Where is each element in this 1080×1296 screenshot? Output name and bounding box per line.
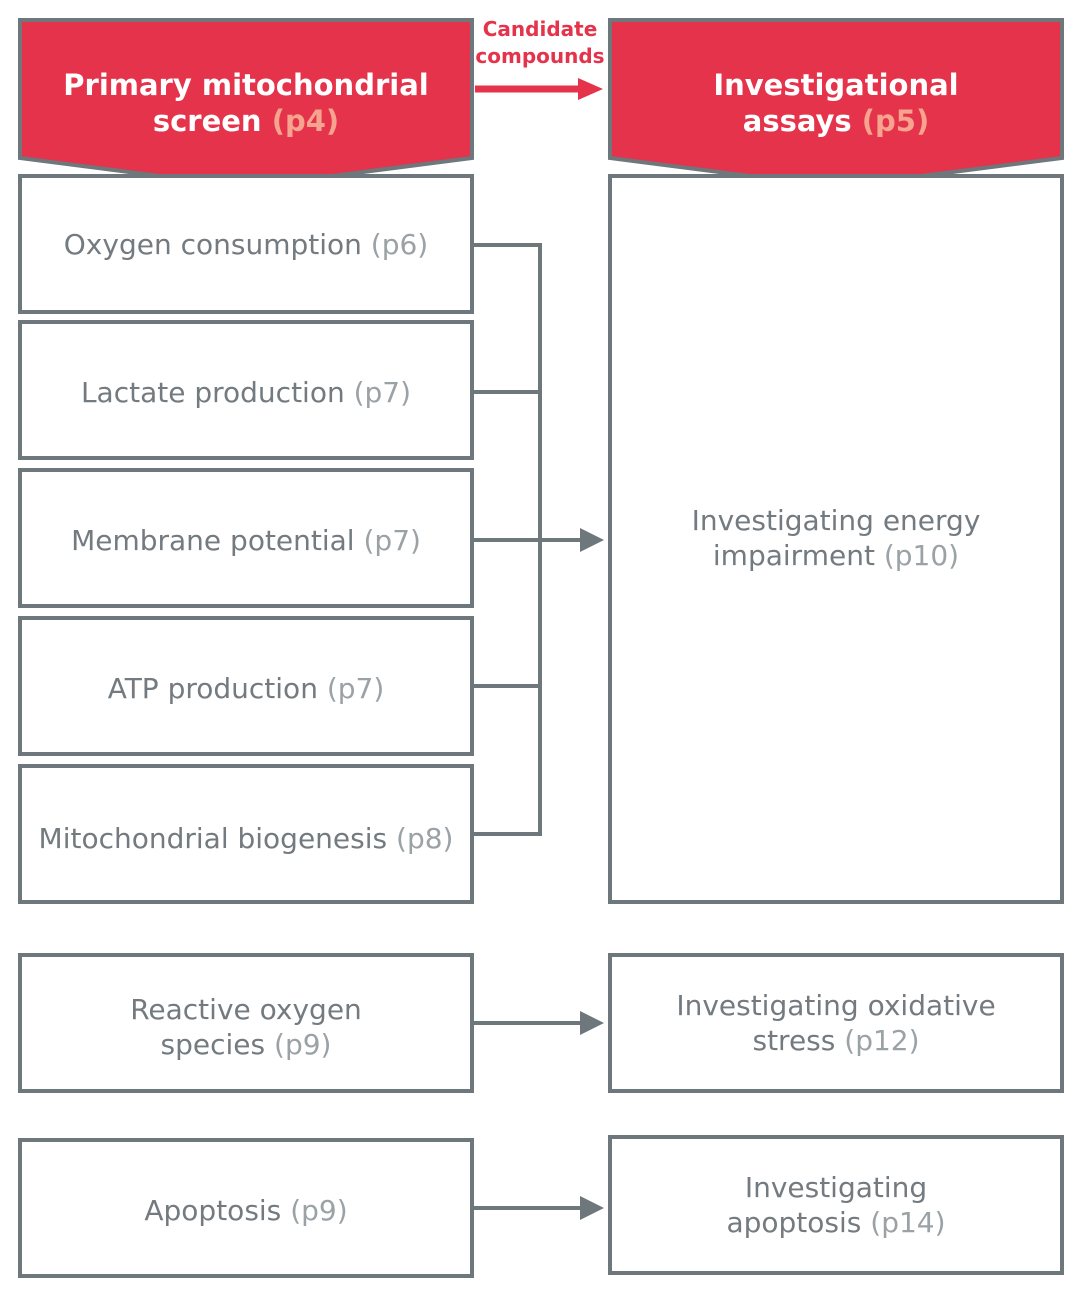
label-oxygen-wrap: Oxygen consumption (p6) bbox=[64, 227, 428, 262]
label-ros-line1: Reactive oxygen bbox=[130, 993, 362, 1026]
candidate-label: Candidate compounds bbox=[470, 16, 610, 70]
candidate-line1: Candidate bbox=[482, 17, 598, 41]
header-left-ref: (p4) bbox=[271, 104, 340, 138]
header-right-line2-wrap: assays (p5) bbox=[610, 103, 1062, 139]
label-lactate-text: Lactate production bbox=[80, 375, 345, 409]
ros-arrow-head bbox=[580, 1011, 604, 1035]
label-membrane-wrap: Membrane potential (p7) bbox=[71, 523, 421, 558]
label-apoptosis-inv-ref: (p14) bbox=[870, 1206, 946, 1239]
label-apoptosis-wrap: Apoptosis (p9) bbox=[144, 1193, 347, 1228]
header-left-line2: screen bbox=[152, 104, 262, 138]
label-membrane-ref: (p7) bbox=[363, 523, 421, 557]
label-energy-line1: Investigating energy bbox=[691, 504, 981, 537]
label-atp-ref: (p7) bbox=[326, 671, 385, 705]
label-oxygen-text: Oxygen consumption bbox=[63, 227, 362, 261]
label-apoptosis-ref: (p9) bbox=[290, 1193, 348, 1227]
label-energy-line2: impairment bbox=[712, 539, 875, 572]
box-apoptosis bbox=[18, 1138, 474, 1278]
box-oxidative bbox=[608, 953, 1064, 1093]
label-biogenesis: Mitochondrial biogenesis (p8) bbox=[22, 766, 470, 910]
header-left-shape bbox=[18, 18, 474, 190]
label-atp-text: ATP production bbox=[107, 671, 318, 705]
label-energy: Investigating energy impairment (p10) bbox=[612, 500, 1060, 576]
label-membrane-text: Membrane potential bbox=[71, 523, 355, 557]
label-oxidative: Investigating oxidative stress (p12) bbox=[612, 955, 1060, 1091]
header-right-line2: assays bbox=[742, 104, 852, 138]
apoptosis-arrow-head bbox=[580, 1196, 604, 1220]
label-biogenesis-text: Mitochondrial biogenesis bbox=[38, 821, 388, 855]
box-ros bbox=[18, 953, 474, 1093]
label-oxidative-line1: Investigating oxidative bbox=[676, 989, 996, 1022]
label-biogenesis-wrap: Mitochondrial biogenesis (p8) bbox=[39, 821, 454, 856]
label-lactate: Lactate production (p7) bbox=[22, 322, 470, 462]
label-apoptosis-investigating: Investigating apoptosis (p14) bbox=[612, 1137, 1060, 1273]
box-oxygen bbox=[18, 174, 474, 314]
energy-arrow-head bbox=[580, 528, 604, 552]
label-oxidative-ref: (p12) bbox=[844, 1024, 920, 1057]
candidate-arrow-head bbox=[578, 78, 603, 100]
header-left-line1: Primary mitochondrial bbox=[63, 68, 429, 102]
label-apoptosis-inv-line1: Investigating bbox=[744, 1171, 928, 1204]
label-ros-ref: (p9) bbox=[274, 1028, 332, 1061]
label-membrane: Membrane potential (p7) bbox=[22, 470, 470, 610]
header-right-label: Investigational assays (p5) bbox=[610, 67, 1062, 139]
box-apoptosis-investigating bbox=[608, 1135, 1064, 1275]
label-apoptosis-inv-line2: apoptosis bbox=[726, 1206, 862, 1239]
header-right-line1: Investigational bbox=[713, 68, 959, 102]
box-energy bbox=[608, 174, 1064, 904]
label-apoptosis-text: Apoptosis bbox=[144, 1193, 282, 1227]
header-left-line2-wrap: screen (p4) bbox=[20, 103, 472, 139]
header-right-ref: (p5) bbox=[861, 104, 930, 138]
header-left-label: Primary mitochondrial screen (p4) bbox=[20, 67, 472, 139]
label-oxygen: Oxygen consumption (p6) bbox=[22, 176, 470, 312]
candidate-line2: compounds bbox=[475, 44, 605, 68]
label-atp: ATP production (p7) bbox=[22, 618, 470, 758]
label-biogenesis-ref: (p8) bbox=[396, 821, 454, 855]
label-energy-ref: (p10) bbox=[883, 539, 960, 572]
box-atp bbox=[18, 616, 474, 756]
label-oxidative-line2-wrap: stress (p12) bbox=[752, 1023, 919, 1058]
box-membrane bbox=[18, 468, 474, 608]
label-ros-line2-wrap: species (p9) bbox=[161, 1027, 332, 1062]
label-energy-line2-wrap: impairment (p10) bbox=[713, 538, 959, 573]
box-lactate bbox=[18, 320, 474, 460]
label-apoptosis-inv-line2-wrap: apoptosis (p14) bbox=[726, 1205, 945, 1240]
label-ros-line2: species bbox=[160, 1028, 266, 1061]
label-apoptosis: Apoptosis (p9) bbox=[22, 1140, 470, 1280]
label-lactate-wrap: Lactate production (p7) bbox=[81, 375, 411, 410]
label-lactate-ref: (p7) bbox=[353, 375, 412, 409]
header-right-shape bbox=[608, 18, 1064, 190]
bracket-connector bbox=[472, 243, 582, 836]
label-atp-wrap: ATP production (p7) bbox=[108, 671, 385, 706]
label-oxygen-ref: (p6) bbox=[370, 227, 429, 261]
box-biogenesis bbox=[18, 764, 474, 904]
label-ros: Reactive oxygen species (p9) bbox=[22, 955, 470, 1099]
label-oxidative-line2: stress bbox=[752, 1024, 836, 1057]
